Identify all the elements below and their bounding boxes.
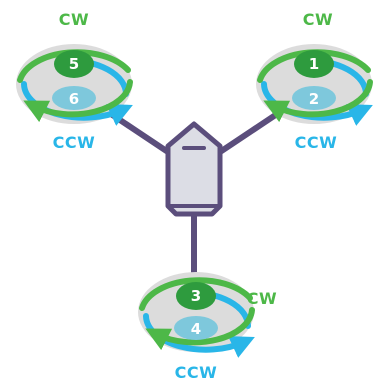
- cw-label: CW: [303, 10, 333, 29]
- lower-motor-disc: [174, 316, 218, 340]
- lower-motor-number: 6: [69, 90, 79, 108]
- upper-motor-number: 5: [69, 55, 79, 73]
- cw-rotation-arrow-front: [23, 79, 133, 123]
- ccw-rotation-arrow: [143, 313, 255, 358]
- upper-motor-disc: [54, 50, 94, 78]
- cw-rotation-arrow-front: [263, 79, 373, 123]
- lower-motor-number: 2: [309, 90, 319, 108]
- hub-body: [165, 121, 223, 217]
- ccw-label: CCW: [175, 363, 218, 379]
- lower-motor-disc: [52, 86, 96, 110]
- lower-motor-number: 4: [191, 320, 201, 338]
- rotor-right: 1 2: [256, 44, 373, 126]
- cw-rotation-arrow-front: [145, 307, 255, 351]
- cw-label: CW: [247, 289, 277, 308]
- upper-motor-number: 3: [191, 287, 201, 305]
- upper-motor-disc: [176, 282, 216, 310]
- upper-motor-number: 1: [309, 55, 319, 73]
- ccw-label: CCW: [53, 133, 96, 152]
- upper-motor-disc: [294, 50, 334, 78]
- ccw-label: CCW: [295, 133, 338, 152]
- lower-motor-disc: [292, 86, 336, 110]
- cw-label: CW: [59, 10, 89, 29]
- central-hub: [165, 121, 223, 217]
- cw-rotation-arrow: [139, 277, 253, 311]
- rotor-left: 5 6: [16, 44, 133, 126]
- rotor-bottom: 3 4: [138, 272, 255, 358]
